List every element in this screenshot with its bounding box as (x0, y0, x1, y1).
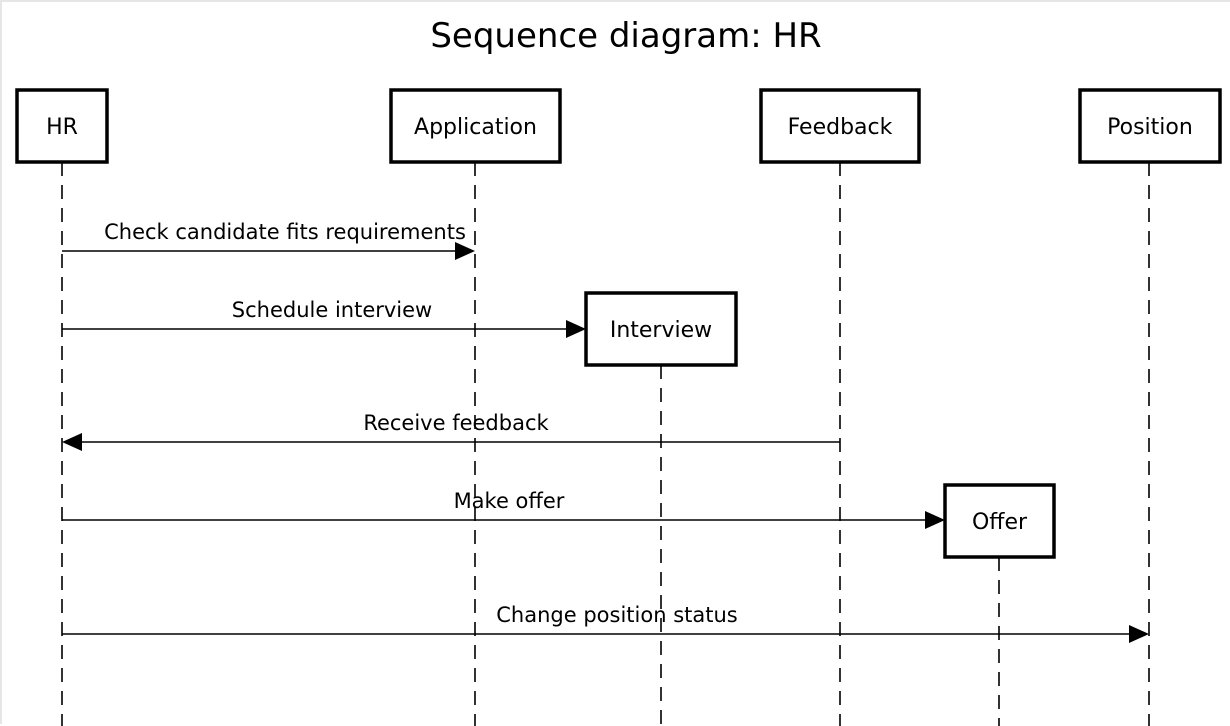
arrowhead-icon (455, 242, 475, 260)
participant-position: Position (1078, 88, 1222, 164)
participant-box-interview (584, 291, 738, 367)
participant-offer: Offer (943, 483, 1056, 559)
diagram-title: Sequence diagram: HR (430, 16, 821, 56)
participant-application: Application (389, 88, 562, 164)
message-5: Change position status (62, 603, 1149, 643)
participants: HR Application Feedback PositionInterviewOf… (15, 88, 1222, 559)
participant-label-position: Position (1107, 115, 1193, 140)
message-label: Receive feedback (363, 411, 549, 435)
participant-label-offer: Offer (972, 510, 1028, 535)
participant-label-application: Application (414, 115, 537, 140)
message-2: Schedule interview (62, 298, 586, 338)
participant-box-feedback (759, 88, 921, 164)
message-label: Schedule interview (232, 298, 432, 322)
message-label: Make offer (454, 489, 565, 513)
arrowhead-icon (62, 433, 82, 451)
participant-box-offer (943, 483, 1056, 559)
message-4: Make offer (62, 489, 945, 529)
message-1: Check candidate fits requirements (62, 220, 475, 260)
participant-label-hr: HR (46, 115, 78, 140)
lifelines (61, 162, 1150, 726)
arrowhead-icon (566, 320, 586, 338)
participant-box-position (1078, 88, 1222, 164)
participant-box-application (389, 88, 562, 164)
message-label: Change position status (496, 603, 737, 627)
participant-label-feedback: Feedback (788, 115, 893, 140)
participant-label-interview: Interview (610, 318, 712, 343)
participant-feedback: Feedback (759, 88, 921, 164)
messages: Check candidate fits requirementsSchedul… (62, 220, 1149, 643)
participant-hr: HR (15, 88, 109, 164)
participant-box-hr (15, 88, 109, 164)
arrowhead-icon (1129, 625, 1149, 643)
arrowhead-icon (925, 511, 945, 529)
message-label: Check candidate fits requirements (104, 220, 466, 244)
message-3: Receive feedback (62, 411, 840, 451)
participant-interview: Interview (584, 291, 738, 367)
